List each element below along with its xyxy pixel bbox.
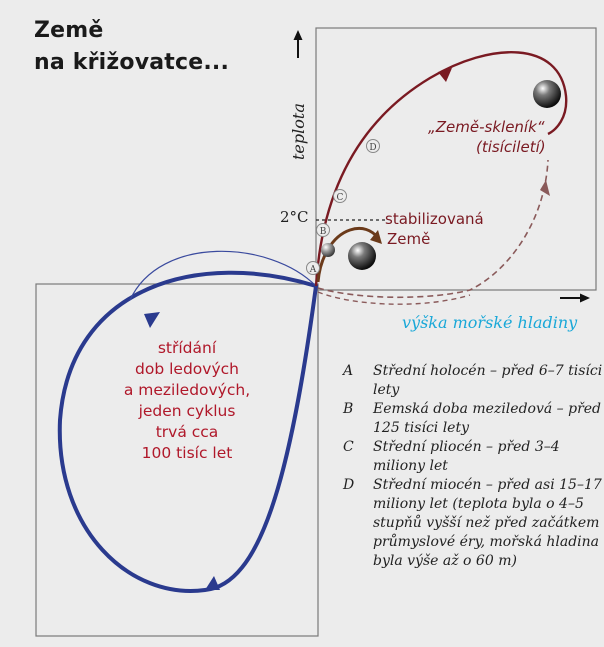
marker-B: B [316, 223, 330, 237]
dashed-curve-upper [317, 159, 549, 299]
svg-text:B: B [320, 227, 327, 237]
upper-frame [315, 27, 597, 291]
title-line-1: Země [34, 18, 104, 43]
trajectory-arrow [438, 68, 452, 82]
dashed-curve-lower [317, 291, 471, 305]
small-earth-ball [321, 243, 335, 257]
stable-earth-ball [348, 242, 376, 270]
cycle-line: jeden cyklus [138, 402, 236, 420]
svg-text:C: C [337, 193, 344, 203]
legend-item-a: A Střední holocén – před 6–7 tisíci lety [343, 362, 604, 400]
legend-item-c: C Střední pliocén – před 3–4 miliony let [343, 438, 604, 476]
cycle-loop-inner [129, 250, 317, 301]
stable-label-2: Země [387, 230, 431, 248]
greenhouse-label-1: „Země-skleník“ [428, 118, 545, 136]
dashed-arrow [540, 180, 550, 196]
legend-text: Eemská doba meziledová – před 125 tisíci… [373, 401, 602, 436]
threshold-label: 2°C [280, 208, 309, 226]
lower-frame [35, 283, 319, 637]
cycle-line: 100 tisíc let [141, 444, 233, 462]
cycle-line: dob ledových [135, 360, 239, 378]
cycle-arrow-down [205, 576, 220, 590]
legend-item-d: D Střední miocén – před asi 15–17 milion… [343, 476, 604, 571]
marker-C: C [333, 189, 347, 203]
stabilization-arrow [370, 230, 382, 244]
legend-item-b: B Eemská doba meziledová – před 125 tisí… [343, 400, 604, 438]
greenhouse-earth-ball [533, 80, 561, 108]
y-axis-label: teplota [289, 103, 308, 160]
cycle-line: a meziledových, [123, 381, 251, 399]
greenhouse-label-2: (tisíciletí) [476, 138, 546, 156]
stable-label-1: stabilizovaná [385, 210, 484, 228]
cycle-line: střídání [157, 339, 217, 357]
cycle-arrow-up [144, 312, 160, 328]
legend-key: A [343, 363, 354, 379]
cycle-line: trvá cca [155, 423, 219, 441]
marker-A: A [306, 261, 320, 275]
legend-key: D [343, 477, 355, 493]
x-axis-arrow [560, 293, 590, 303]
legend: A Střední holocén – před 6–7 tisíci lety… [343, 362, 604, 571]
legend-text: Střední pliocén – před 3–4 miliony let [373, 439, 560, 474]
cycle-loop-outer [57, 270, 319, 593]
legend-text: Střední miocén – před asi 15–17 miliony … [373, 477, 602, 569]
stabilization-curve [316, 226, 380, 283]
legend-text: Střední holocén – před 6–7 tisíci lety [373, 363, 603, 398]
cycle-description: střídání dob ledových a meziledových, je… [92, 338, 282, 464]
legend-key: B [343, 401, 354, 417]
y-axis-arrow [293, 30, 303, 58]
marker-D: D [366, 139, 380, 153]
x-axis-label: výška mořské hladiny [402, 313, 578, 332]
legend-key: C [343, 439, 354, 455]
title-line-2: na křižovatce... [34, 50, 230, 75]
svg-text:D: D [369, 143, 376, 153]
greenhouse-trajectory [314, 51, 568, 287]
svg-text:A: A [309, 265, 317, 275]
